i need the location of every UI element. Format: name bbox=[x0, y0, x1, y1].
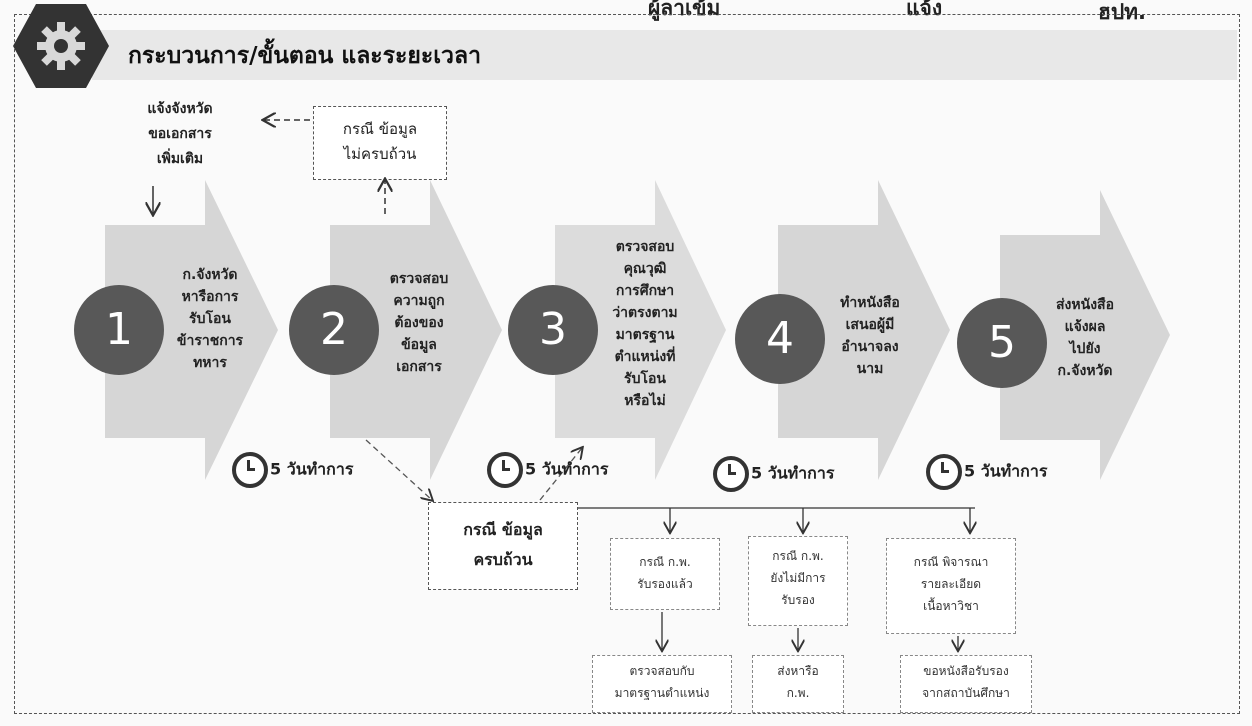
header-band bbox=[92, 30, 1237, 80]
note-left-line: แจ้งจังหวัด bbox=[147, 101, 213, 117]
case-line: เนื้อหาวิชา bbox=[923, 599, 979, 613]
complete-line: ครบถ้วน bbox=[473, 550, 533, 569]
result-line: ขอหนังสือรับรอง bbox=[923, 664, 1009, 678]
step-line: เอกสาร bbox=[396, 359, 442, 375]
step-3-number: 3 bbox=[508, 285, 598, 375]
top-fragment-1: ผู้ลาเข้ม bbox=[648, 0, 721, 20]
gear-icon bbox=[13, 4, 109, 88]
result-box-2: ส่งหารือ ก.พ. bbox=[752, 655, 844, 713]
step-2-number: 2 bbox=[289, 285, 379, 375]
step-line: ข้าราชการ bbox=[176, 333, 244, 349]
step-5-number: 5 bbox=[957, 298, 1047, 388]
timer-step-1: 5 วันทำการ bbox=[232, 452, 353, 488]
result-line: ส่งหารือ bbox=[777, 664, 819, 678]
step-line: ทหาร bbox=[193, 355, 227, 371]
note-left-line: เพิ่มเติม bbox=[156, 151, 204, 167]
step-4-text: ทำหนังสือ เสนอผู้มี อำนาจลง นาม bbox=[815, 292, 925, 380]
note-request-documents: แจ้งจังหวัด ขอเอกสาร เพิ่มเติม bbox=[130, 97, 230, 172]
step-5-arrow bbox=[1000, 190, 1170, 480]
alarm-clock-icon bbox=[926, 454, 962, 490]
step-1-arrow bbox=[105, 180, 278, 480]
step-line: อำนาจลง bbox=[841, 339, 899, 355]
alarm-clock-icon bbox=[232, 452, 268, 488]
step-3-text: ตรวจสอบ คุณวุฒิ การศึกษา ว่าตรงตาม มาตรฐ… bbox=[590, 236, 700, 412]
diagram-frame bbox=[14, 14, 1240, 714]
step-line: การศึกษา bbox=[615, 283, 675, 299]
step-line: ก.จังหวัด bbox=[182, 267, 238, 283]
step-line: ก.จังหวัด bbox=[1057, 363, 1113, 379]
timer-label: 5 วันทำการ bbox=[751, 463, 835, 483]
result-line: ก.พ. bbox=[786, 686, 810, 700]
incomplete-line: กรณี ข้อมูล bbox=[342, 120, 418, 138]
page-title: กระบวนการ/ขั้นตอน และระยะเวลา bbox=[128, 43, 481, 69]
case-box-3: กรณี พิจารณา รายละเอียด เนื้อหาวิชา bbox=[886, 538, 1016, 634]
case-line: ยังไม่มีการ bbox=[770, 571, 826, 585]
step-1-number: 1 bbox=[74, 285, 164, 375]
step-2-text: ตรวจสอบ ความถูก ต้องของ ข้อมูล เอกสาร bbox=[364, 268, 474, 378]
timer-label: 5 วันทำการ bbox=[270, 459, 354, 479]
top-fragment-2: แจ้ง bbox=[906, 0, 943, 20]
step-line: รับโอน bbox=[624, 371, 666, 387]
step-line: แจ้งผล bbox=[1064, 319, 1106, 335]
step-2-arrow bbox=[330, 180, 502, 480]
timer-step-3: 5 วันทำการ bbox=[713, 456, 834, 492]
timer-step-2: 5 วันทำการ bbox=[487, 452, 608, 488]
step-4-number: 4 bbox=[735, 294, 825, 384]
step-line: ความถูก bbox=[393, 293, 445, 309]
step-3-arrow bbox=[555, 180, 726, 480]
step-line: นาม bbox=[856, 361, 884, 377]
step-line: เสนอผู้มี bbox=[845, 317, 895, 333]
case-line: กรณี พิจารณา bbox=[913, 555, 989, 569]
note-left-line: ขอเอกสาร bbox=[148, 126, 212, 142]
step-line: ตรวจสอบ bbox=[615, 239, 675, 255]
step-5-text: ส่งหนังสือ แจ้งผล ไปยัง ก.จังหวัด bbox=[1030, 294, 1140, 382]
step-line: ตำแหน่งที่ bbox=[614, 349, 676, 365]
case-line: รับรอง bbox=[781, 593, 815, 607]
step-line: ส่งหนังสือ bbox=[1056, 297, 1114, 313]
alarm-clock-icon bbox=[487, 452, 523, 488]
step-line: ข้อมูล bbox=[401, 337, 437, 353]
step-line: หารือการ bbox=[181, 289, 239, 305]
timer-label: 5 วันทำการ bbox=[964, 461, 1048, 481]
step-line: ทำหนังสือ bbox=[840, 295, 900, 311]
case-line: รับรองแล้ว bbox=[637, 577, 693, 591]
case-box-1: กรณี ก.พ. รับรองแล้ว bbox=[610, 538, 720, 610]
case-line: กรณี ก.พ. bbox=[772, 549, 824, 563]
result-line: มาตรฐานตำแหน่ง bbox=[614, 686, 710, 700]
timer-step-4: 5 วันทำการ bbox=[926, 454, 1047, 490]
complete-info-box: กรณี ข้อมูล ครบถ้วน bbox=[428, 502, 578, 590]
step-line: คุณวุฒิ bbox=[623, 261, 667, 277]
incomplete-line: ไม่ครบถ้วน bbox=[343, 145, 417, 163]
step-1-text: ก.จังหวัด หารือการ รับโอน ข้าราชการ ทหาร bbox=[160, 264, 260, 374]
case-line: กรณี ก.พ. bbox=[639, 555, 691, 569]
case-line: รายละเอียด bbox=[920, 577, 982, 591]
result-line: ตรวจสอบกับ bbox=[629, 664, 695, 678]
step-line: หรือไม่ bbox=[624, 393, 666, 409]
incomplete-info-box: กรณี ข้อมูล ไม่ครบถ้วน bbox=[313, 106, 447, 180]
top-fragment-3: ฮปท. bbox=[1098, 0, 1146, 24]
case-box-2: กรณี ก.พ. ยังไม่มีการ รับรอง bbox=[748, 536, 848, 626]
step-line: รับโอน bbox=[189, 311, 231, 327]
step-line: ว่าตรงตาม bbox=[612, 305, 678, 321]
timer-label: 5 วันทำการ bbox=[525, 459, 609, 479]
result-line: จากสถาบันศึกษา bbox=[922, 686, 1010, 700]
alarm-clock-icon bbox=[713, 456, 749, 492]
step-line: ตรวจสอบ bbox=[389, 271, 449, 287]
complete-line: กรณี ข้อมูล bbox=[463, 520, 543, 539]
result-box-1: ตรวจสอบกับ มาตรฐานตำแหน่ง bbox=[592, 655, 732, 713]
result-box-3: ขอหนังสือรับรอง จากสถาบันศึกษา bbox=[900, 655, 1032, 713]
step-line: มาตรฐาน bbox=[615, 327, 675, 343]
step-line: ต้องของ bbox=[394, 315, 444, 331]
step-line: ไปยัง bbox=[1069, 341, 1101, 357]
step-4-arrow bbox=[778, 180, 950, 480]
